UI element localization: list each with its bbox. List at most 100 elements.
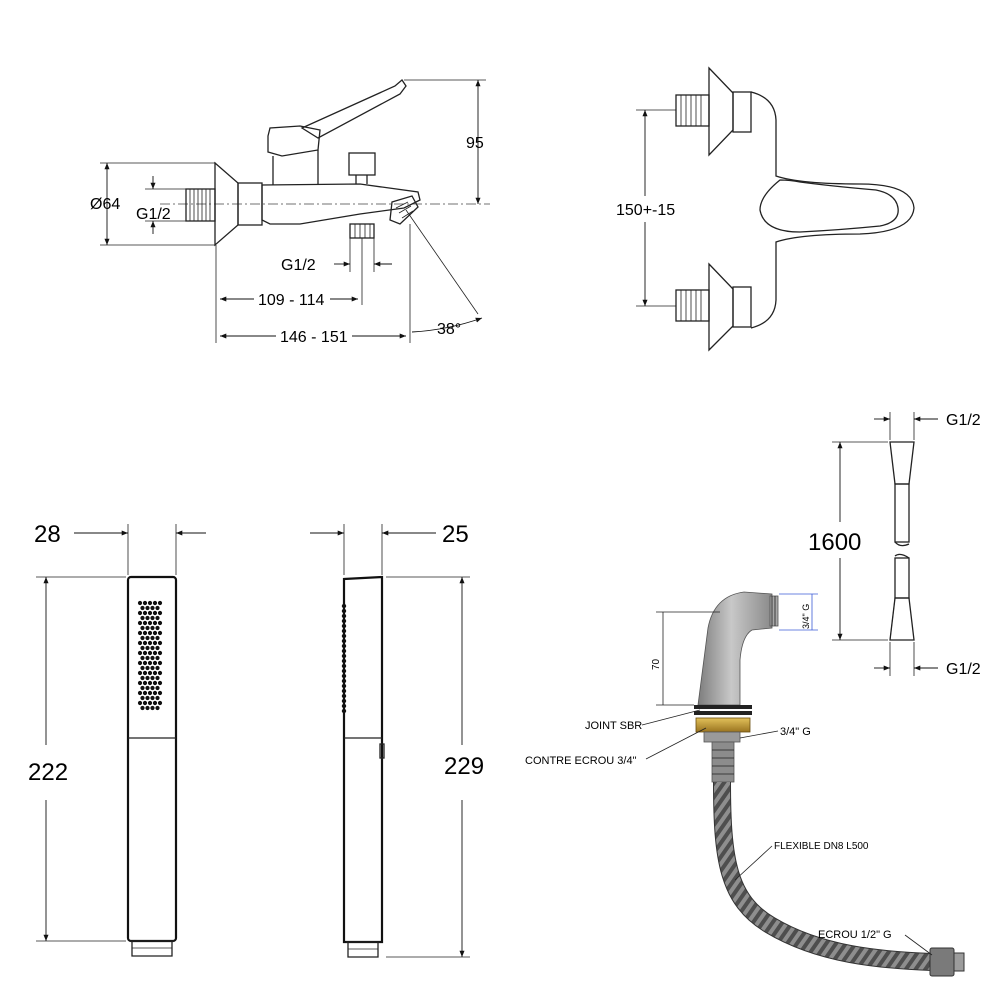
nozzle: [150, 675, 155, 681]
spout-thread-size: 3/4" G: [801, 604, 811, 629]
nozzle-column: [341, 603, 347, 714]
nozzle: [147, 660, 153, 666]
nozzle: [145, 675, 150, 681]
nozzle: [341, 623, 347, 629]
nozzle: [152, 660, 158, 666]
inlet-spacing-label: 150+-15: [616, 202, 675, 219]
nozzle: [341, 698, 347, 704]
nozzle: [145, 705, 150, 711]
nozzle: [341, 608, 347, 614]
nozzle: [145, 645, 150, 651]
nozzle: [145, 635, 150, 641]
nozzle: [152, 690, 158, 696]
nozzle: [142, 640, 148, 646]
nozzle: [155, 685, 160, 691]
nozzle: [145, 655, 150, 661]
counter-nut-label: CONTRE ECROU 3/4": [525, 755, 637, 767]
nozzle: [140, 675, 145, 681]
spout-height-label: 70: [651, 658, 662, 670]
nozzle: [140, 645, 145, 651]
nozzle: [341, 638, 347, 644]
nozzle: [140, 655, 145, 661]
nozzle: [157, 700, 163, 706]
depth-label: 25: [442, 521, 469, 548]
nozzle: [145, 695, 150, 701]
nozzle: [147, 630, 153, 636]
nozzle: [150, 645, 155, 651]
nozzle: [147, 670, 153, 676]
nozzle: [147, 600, 153, 606]
hose-end-bottom-label: G1/2: [946, 661, 981, 678]
nozzle: [341, 688, 347, 694]
nozzle: [152, 640, 158, 646]
hose-length-label: 1600: [808, 529, 861, 556]
nozzle: [150, 705, 155, 711]
nozzle: [341, 708, 347, 714]
width-label: 28: [34, 521, 61, 548]
nozzle: [155, 655, 160, 661]
nozzle: [137, 660, 143, 666]
joint-label: JOINT SBR: [585, 720, 642, 732]
nozzle-grid: [137, 600, 163, 711]
nozzle: [145, 615, 150, 621]
nozzle: [155, 615, 160, 621]
nozzle: [147, 700, 153, 706]
nozzle: [341, 633, 347, 639]
nozzle: [137, 620, 143, 626]
nozzle: [142, 600, 148, 606]
nozzle: [157, 690, 163, 696]
nozzle: [341, 683, 347, 689]
nozzle: [137, 680, 143, 686]
nozzle: [147, 610, 153, 616]
nozzle: [341, 648, 347, 654]
nozzle: [140, 705, 145, 711]
nozzle: [145, 685, 150, 691]
nozzle: [341, 673, 347, 679]
nozzle: [142, 660, 148, 666]
side-length-label: 229: [444, 753, 484, 780]
nozzle: [157, 660, 163, 666]
outlet-thread-label: G1/2: [281, 257, 316, 274]
nozzle: [341, 693, 347, 699]
nozzle: [142, 610, 148, 616]
nozzle: [157, 650, 163, 656]
nozzle: [137, 600, 143, 606]
nozzle: [137, 640, 143, 646]
nozzle: [140, 695, 145, 701]
mixer-side-view: Ø64 G1/2 95 G1/2 109 - 114 146 - 151 38°: [90, 79, 490, 346]
nozzle: [341, 668, 347, 674]
nozzle: [152, 610, 158, 616]
flexible-label: FLEXIBLE DN8 L500: [774, 841, 869, 852]
nozzle: [137, 700, 143, 706]
nozzle: [152, 680, 158, 686]
nozzle: [145, 665, 150, 671]
nozzle: [142, 670, 148, 676]
nozzle: [152, 600, 158, 606]
nozzle: [341, 653, 347, 659]
nozzle: [140, 605, 145, 611]
nozzle: [150, 615, 155, 621]
hand-shower-side-view: 25 229: [310, 521, 484, 958]
nozzle: [147, 650, 153, 656]
nozzle: [140, 615, 145, 621]
nozzle: [152, 670, 158, 676]
mixer-front-view: 150+-15: [616, 66, 915, 352]
nozzle: [142, 630, 148, 636]
nozzle: [137, 650, 143, 656]
hose-end-top-label: G1/2: [946, 412, 981, 429]
nozzle: [150, 655, 155, 661]
nozzle: [152, 620, 158, 626]
nozzle: [147, 620, 153, 626]
spout-offset-label: 109 - 114: [258, 292, 325, 309]
nozzle: [152, 630, 158, 636]
nozzle: [155, 605, 160, 611]
nozzle: [341, 613, 347, 619]
shower-hose: G1/2 G1/2 1600: [808, 412, 981, 678]
nozzle: [341, 703, 347, 709]
total-projection-label: 146 - 151: [280, 329, 348, 346]
nozzle: [142, 700, 148, 706]
nozzle: [147, 690, 153, 696]
inlet-thread-label: G1/2: [136, 206, 171, 223]
nozzle: [157, 670, 163, 676]
